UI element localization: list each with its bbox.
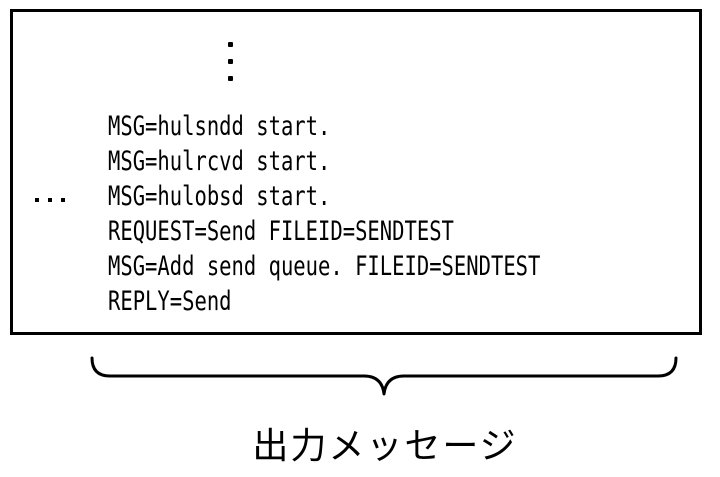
log-line: MSG=hulsndd start. <box>108 111 331 142</box>
log-line: MSG=Add send queue. FILEID=SENDTEST <box>108 251 541 282</box>
log-line: REPLY=Send <box>108 286 232 317</box>
log-line: MSG=hulrcvd start. <box>108 146 331 177</box>
console-output-box: MSG=hulsndd start. MSG=hulrcvd start. MS… <box>10 9 702 335</box>
log-line: REQUEST=Send FILEID=SENDTEST <box>108 216 454 247</box>
horizontal-ellipsis-icon <box>31 195 71 205</box>
output-message-caption: 出力メッセージ <box>252 426 518 467</box>
vertical-ellipsis-icon <box>225 40 237 84</box>
curly-brace-icon <box>90 356 678 396</box>
log-line: MSG=hulobsd start. <box>108 181 331 212</box>
log-lines: MSG=hulsndd start. MSG=hulrcvd start. MS… <box>108 109 677 319</box>
